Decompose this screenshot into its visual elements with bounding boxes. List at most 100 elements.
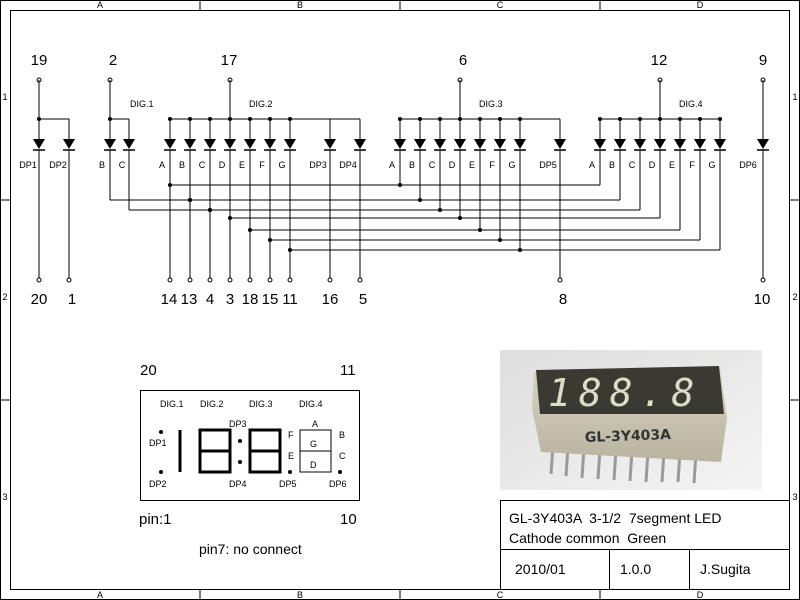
diode-symbol (654, 139, 666, 149)
pin-label-1: 1 (68, 291, 76, 308)
frame-col-b-top: B (297, 0, 303, 10)
diode-symbol (164, 139, 176, 149)
display-colon-top-dot (238, 439, 242, 443)
display-dp3-label: DP3 (229, 419, 247, 429)
diode-symbol (184, 139, 196, 149)
pin-terminal (167, 277, 173, 283)
junction-dot (478, 117, 482, 121)
display-dp6-dot (338, 470, 342, 474)
pin-label-9: 9 (759, 52, 767, 69)
diode-symbol (694, 139, 706, 149)
display-digit2-segments (198, 428, 232, 474)
display-dp2-label: DP2 (149, 479, 167, 489)
junction-dot (458, 117, 462, 121)
diode-symbol (414, 139, 426, 149)
photo-face (536, 366, 724, 414)
frame-col-a-bottom: A (97, 590, 103, 600)
led-label-d2-c: C (199, 160, 206, 170)
led-label-dp4: DP4 (339, 160, 357, 170)
display-seg-g-label: G (310, 439, 317, 449)
title-version: 1.0.0 (620, 561, 651, 577)
diode-symbol (474, 139, 486, 149)
display-dig2-label: DIG.2 (200, 399, 224, 409)
junction-dot (458, 216, 462, 220)
title-block: GL-3Y403A 3-1/2 7segment LED Cathode com… (500, 500, 790, 590)
display-seg-b-label: B (339, 430, 345, 440)
display-outline-drawing: 20 11 DIG.1 DIG.2 DIG.3 DIG.4 DP1 DP2 DP… (139, 362, 360, 557)
junction-dot (188, 117, 192, 121)
led-label-d4-b: B (609, 160, 615, 170)
led-label-d2-f: F (259, 160, 265, 170)
junction-dot (418, 117, 422, 121)
pin-label-18: 18 (242, 291, 259, 308)
pin-terminal (357, 277, 363, 283)
pin-label-10: 10 (754, 291, 771, 308)
led-label-d2-e: E (239, 160, 245, 170)
display-pin-10-label: 10 (340, 511, 357, 528)
junction-dot (268, 117, 272, 121)
diode-symbol (264, 139, 276, 149)
diode-symbol (494, 139, 506, 149)
led-label-d3-g: G (508, 160, 515, 170)
diode-symbol (454, 139, 466, 149)
pin-label-14: 14 (161, 291, 178, 308)
led-label-d2-b: B (179, 160, 185, 170)
pin-terminal (187, 277, 193, 283)
junction-dot (678, 117, 682, 121)
diode-symbol (104, 139, 116, 149)
diode-symbol (33, 139, 45, 149)
junction-dot (658, 117, 662, 121)
led-label-d2-a: A (159, 160, 165, 170)
junction-dot (498, 117, 502, 121)
display-dp4-label: DP4 (229, 479, 247, 489)
pin-label-19: 19 (31, 52, 48, 69)
diode-symbol (244, 139, 256, 149)
display-dig3-label: DIG.3 (249, 399, 273, 409)
diode-symbol (123, 139, 135, 149)
diode-symbol (434, 139, 446, 149)
junction-dot (598, 117, 602, 121)
junction-dot (168, 117, 172, 121)
diode-symbol (757, 139, 769, 149)
led-label-dp3: DP3 (309, 160, 327, 170)
display-pin-20-label: 20 (140, 362, 157, 379)
frame-row-2-left: 2 (2, 292, 7, 302)
pin-label-16: 16 (322, 291, 339, 308)
diode-symbol (674, 139, 686, 149)
display-seg-e-label: E (288, 451, 294, 461)
led-label-d4-e: E (669, 160, 675, 170)
led-label-d1-c: C (119, 160, 126, 170)
dig4-label: DIG.4 (679, 99, 703, 109)
display-dp1-dot (159, 430, 163, 434)
dig2-label: DIG.2 (249, 99, 273, 109)
junction-dot (228, 117, 232, 121)
digit-group-labels: DIG.1 DIG.2 DIG.3 DIG.4 (130, 99, 703, 109)
frame-col-b-bottom: B (297, 590, 303, 600)
pin-label-13: 13 (181, 291, 198, 308)
led-label-d1-b: B (99, 160, 105, 170)
led-label-d2-d: D (219, 160, 226, 170)
photo-digits: 188.8 (548, 371, 702, 415)
junction-dot (638, 117, 642, 121)
diode-symbol (634, 139, 646, 149)
diode-symbol (63, 139, 75, 149)
diode-symbol (394, 139, 406, 149)
display-seg-a-label: A (312, 419, 318, 429)
display-seg-c-label: C (339, 451, 346, 461)
pin-terminal (557, 277, 563, 283)
pin-label-17: 17 (221, 52, 238, 69)
frame-col-d-bottom: D (697, 590, 704, 600)
junction-dot (398, 183, 402, 187)
junction-dot (518, 248, 522, 252)
led-label-d3-c: C (429, 160, 436, 170)
junction-dot (37, 117, 41, 121)
display-seg-f-label: F (288, 430, 294, 440)
pin-terminal (760, 277, 766, 283)
pin-terminal (36, 277, 42, 283)
diode-symbol (554, 139, 566, 149)
diode-symbol (714, 139, 726, 149)
diode-symbol (284, 139, 296, 149)
junction-dot (498, 238, 502, 242)
display-pin-1-label: pin:1 (139, 511, 172, 528)
led-label-d4-d: D (649, 160, 656, 170)
